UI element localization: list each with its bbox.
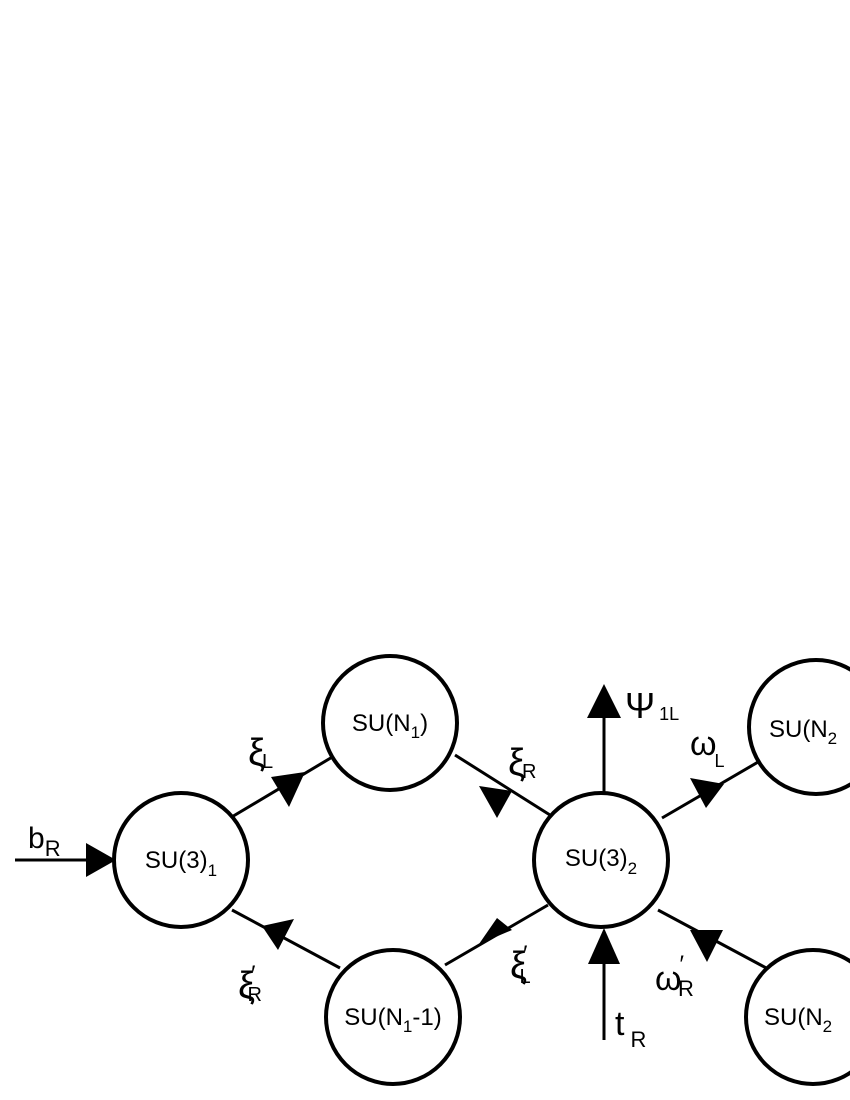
- node-sun1m1: SU(N1-1): [324, 948, 462, 1086]
- field-xi-prime-r-symbol: ξ: [238, 965, 255, 1007]
- field-t-r-symbol: t: [615, 1005, 625, 1043]
- svg-text:SU(3)2: SU(3)2: [565, 845, 637, 878]
- arrowhead-xi-prime-l: [479, 918, 512, 944]
- node-su3-1-subscript: 1: [208, 861, 217, 880]
- field-omega-prime-r-subscript: R: [678, 976, 694, 1001]
- field-t-r-subscript: R: [630, 1027, 646, 1052]
- svg-text:SU(N1-1): SU(N1-1): [344, 1004, 441, 1036]
- node-sun2-top: SU(N2: [747, 658, 850, 796]
- field-label-xi-r: ξR: [508, 742, 536, 784]
- node-sun1-label: SU(N: [352, 710, 411, 737]
- field-label-b-r: bR: [28, 822, 61, 861]
- field-xi-r-subscript: R: [522, 761, 536, 783]
- field-xi-l-symbol: ξ: [248, 732, 265, 774]
- node-sun1m1-label-close: -1): [412, 1004, 441, 1031]
- field-omega-prime-r-prime: ′: [680, 951, 685, 978]
- field-xi-prime-l-prime: ′: [523, 941, 528, 968]
- node-sun1-subscript: 1: [411, 723, 420, 742]
- node-su3-2-label: SU(3): [565, 845, 628, 872]
- field-xi-r-symbol: ξ: [508, 742, 525, 784]
- field-label-xi-prime-l: ξ′L: [510, 941, 531, 988]
- field-xi-l-subscript: L: [262, 751, 273, 773]
- node-su3-1-label: SU(3): [145, 847, 208, 874]
- node-sun1m1-label: SU(N: [344, 1004, 403, 1031]
- arrowhead-psi-1l: [587, 684, 621, 718]
- field-omega-l-symbol: ω: [690, 725, 717, 763]
- field-xi-prime-l-subscript: L: [520, 966, 531, 988]
- field-omega-prime-r-symbol: ω: [655, 960, 682, 998]
- node-su3-1: SU(3)1: [112, 791, 250, 929]
- node-sun2-top-label: SU(N: [769, 716, 828, 743]
- arrowhead-xi-prime-r: [262, 919, 294, 950]
- field-psi-1l-subscript: 1L: [659, 704, 679, 724]
- svg-text:SU(3)1: SU(3)1: [145, 847, 217, 880]
- field-b-r-symbol: b: [28, 822, 45, 855]
- node-su3-2: SU(3)2: [532, 791, 670, 929]
- arrowhead-omega-prime-r: [690, 930, 723, 962]
- svg-text:SU(N2: SU(N2: [769, 716, 837, 748]
- svg-text:SU(N1): SU(N1): [352, 710, 428, 742]
- node-sun1m1-subscript: 1: [403, 1017, 412, 1036]
- field-psi-1l-symbol: Ψ: [625, 685, 655, 726]
- edge-sun1-to-su3-2: [454, 753, 551, 817]
- arrowhead-xi-r: [479, 786, 512, 818]
- field-label-omega-l: ωL: [690, 725, 725, 771]
- field-xi-prime-r-subscript: R: [248, 984, 262, 1006]
- field-label-xi-prime-r: ξ′R: [238, 961, 262, 1007]
- node-sun1-label-close: ): [420, 710, 428, 737]
- arrowhead-t-r: [588, 928, 620, 964]
- field-omega-l-subscript: L: [715, 751, 725, 771]
- field-label-xi-l: ξL: [248, 732, 273, 774]
- field-xi-prime-l-symbol: ξ: [510, 945, 527, 987]
- node-sun2-top-subscript: 2: [828, 729, 837, 748]
- node-sun1: SU(N1): [321, 654, 459, 792]
- edge-sun1m1-to-su3-1: [231, 908, 341, 970]
- svg-text:SU(N2: SU(N2: [764, 1004, 832, 1036]
- node-sun2-bot-label: SU(N: [764, 1004, 823, 1031]
- arrowhead-xi-l: [271, 772, 305, 807]
- node-sun2-bot-subscript: 2: [823, 1017, 832, 1036]
- field-xi-prime-r-prime: ′: [251, 961, 256, 988]
- arrowhead-b-r: [86, 843, 116, 877]
- field-label-omega-prime-r: ω′R: [655, 951, 694, 1001]
- field-b-r-subscript: R: [45, 836, 61, 861]
- node-su3-2-subscript: 2: [628, 859, 637, 878]
- node-sun2-bot: SU(N2: [744, 948, 850, 1086]
- arrowhead-omega-l: [690, 778, 724, 808]
